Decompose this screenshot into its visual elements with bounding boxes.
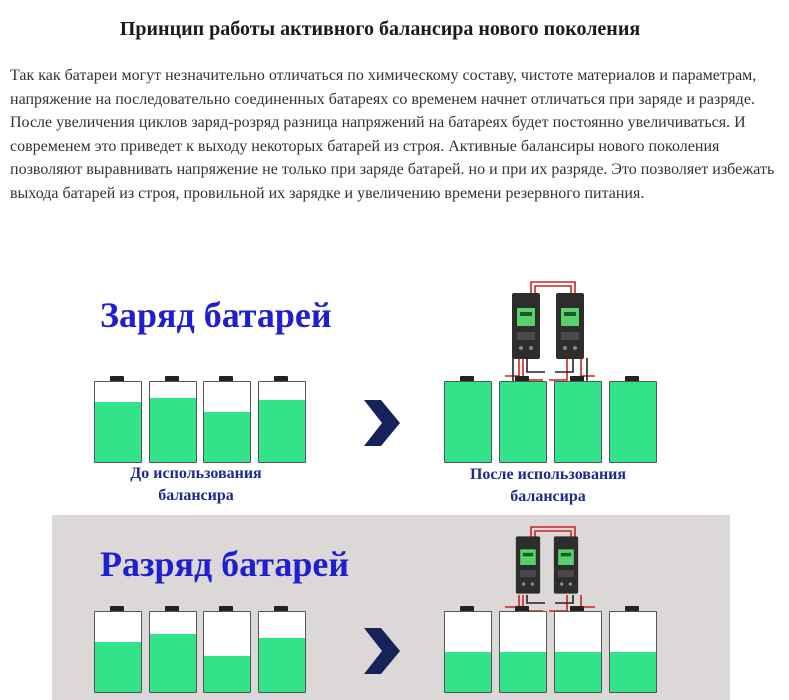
charge-title: Заряд батарей	[100, 295, 332, 335]
battery-fill	[204, 656, 250, 692]
discharge-title: Разряд батарей	[100, 544, 350, 584]
caption-line: До использования	[130, 465, 262, 482]
battery-terminal	[570, 376, 584, 382]
balancer-module-icon	[515, 536, 541, 594]
battery	[554, 611, 602, 693]
battery-fill	[500, 382, 546, 462]
battery-fill	[610, 652, 656, 692]
battery-terminal	[110, 376, 124, 382]
balancer-module-icon	[553, 536, 579, 594]
charge-section: Заряд батарей До использования балансира	[0, 270, 789, 515]
battery-terminal	[460, 376, 474, 382]
battery	[149, 381, 197, 463]
battery	[499, 381, 547, 463]
battery-terminal	[625, 376, 639, 382]
battery	[444, 611, 492, 693]
battery-fill	[259, 399, 305, 462]
discharge-section: Разряд батарей	[0, 515, 789, 700]
caption-line: балансира	[158, 487, 234, 504]
battery	[444, 381, 492, 463]
battery	[554, 381, 602, 463]
battery	[609, 381, 657, 463]
right-arrow-icon	[364, 400, 400, 446]
battery-fill	[150, 398, 196, 462]
battery-terminal	[625, 606, 639, 612]
caption-line: После использования	[469, 466, 627, 483]
battery-terminal	[219, 606, 233, 612]
battery	[258, 611, 306, 693]
battery-fill	[150, 634, 196, 692]
battery-terminal	[274, 376, 288, 382]
battery-fill	[204, 412, 250, 462]
battery-fill	[555, 382, 601, 462]
intro-paragraph: Так как батареи могут незначительно отли…	[10, 67, 775, 202]
battery-terminal	[460, 606, 474, 612]
battery-terminal	[219, 376, 233, 382]
balancer-module-icon	[556, 293, 584, 359]
caption-line: балансира	[510, 488, 586, 505]
battery-terminal	[110, 606, 124, 612]
battery-fill	[610, 382, 656, 462]
battery-terminal	[165, 606, 179, 612]
balancer-wiring	[505, 281, 595, 384]
battery-terminal	[515, 376, 529, 382]
battery	[609, 611, 657, 693]
battery	[258, 381, 306, 463]
right-arrow-icon	[364, 628, 400, 674]
battery	[499, 611, 547, 693]
battery-terminal	[165, 376, 179, 382]
battery-terminal	[274, 606, 288, 612]
page-title: Принцип работы активного балансира новог…	[119, 18, 641, 40]
battery-fill	[95, 402, 141, 462]
charge-before-caption: До использования балансира	[86, 463, 306, 507]
battery	[94, 381, 142, 463]
battery-terminal	[570, 606, 584, 612]
battery	[94, 611, 142, 693]
battery	[149, 611, 197, 693]
battery-fill	[259, 637, 305, 692]
battery-fill	[500, 652, 546, 692]
battery-fill	[445, 382, 491, 462]
battery-fill	[95, 642, 141, 692]
battery-fill	[445, 652, 491, 692]
charge-after-caption: После использования балансира	[438, 464, 658, 508]
battery	[203, 611, 251, 693]
battery	[203, 381, 251, 463]
battery-terminal	[515, 606, 529, 612]
battery-fill	[555, 652, 601, 692]
balancer-module-icon	[512, 293, 540, 359]
